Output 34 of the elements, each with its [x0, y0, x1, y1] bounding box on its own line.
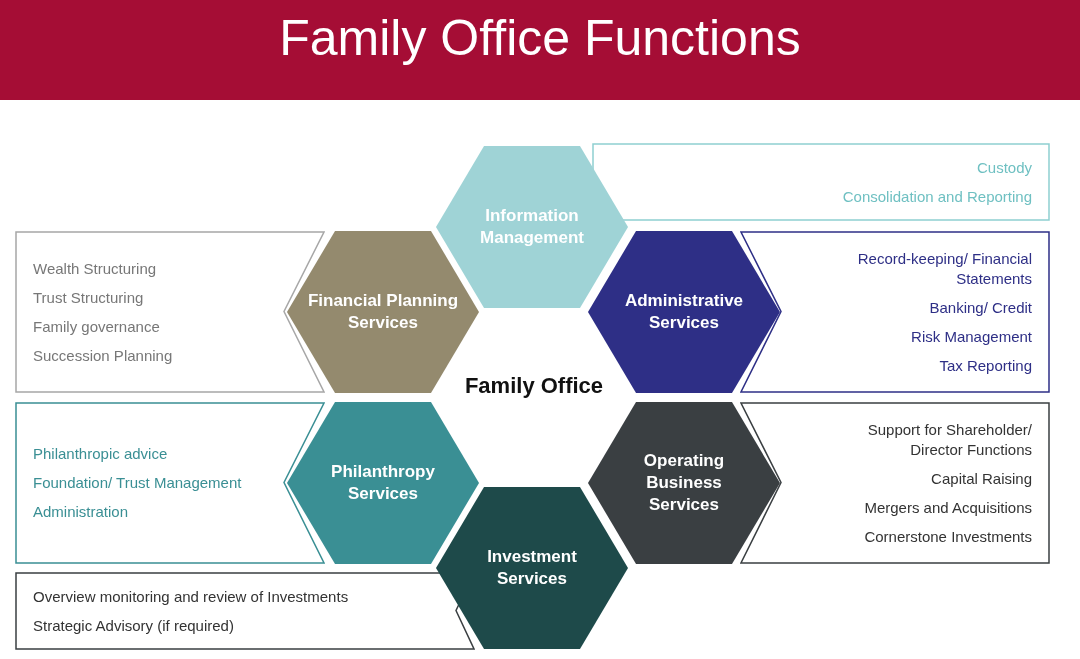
- service-item: Family governance: [33, 316, 160, 337]
- service-panel: [15, 572, 475, 650]
- service-name: Philanthropy Services: [330, 461, 436, 505]
- service-item: Cornerstone Investments: [864, 526, 1032, 547]
- hexagon-tile: [588, 402, 780, 564]
- hexagon-tile: [287, 402, 479, 564]
- service-item: Tax Reporting: [939, 355, 1032, 376]
- service-item: Succession Planning: [33, 345, 173, 366]
- service-panel: [592, 143, 1050, 221]
- service-item: Record-keeping/ Financial Statements: [856, 248, 1032, 289]
- service-name: Financial Planning Services: [306, 290, 460, 334]
- service-name: Operating Business Services: [642, 450, 726, 516]
- service-item: Mergers and Acquisitions: [864, 497, 1032, 518]
- service-item: Administration: [33, 502, 129, 522]
- service-panel: [15, 402, 325, 564]
- service-item: Overview monitoring and review of Investments: [33, 586, 349, 607]
- service-item: Consolidation and Reporting: [842, 186, 1032, 207]
- service-item: Strategic Advisory (if required): [33, 615, 234, 636]
- service-item: Wealth Structuring: [33, 258, 157, 279]
- service-item: Risk Management: [911, 326, 1032, 347]
- title: Family Office Functions: [278, 10, 802, 66]
- service-name: Administrative Services: [623, 290, 745, 334]
- service-name: Investment Services: [486, 546, 578, 590]
- service-item: Trust Structuring: [33, 287, 144, 308]
- service-item: Support for Shareholder/ Director Functions: [866, 419, 1032, 460]
- service-item: Philanthropic advice: [33, 444, 168, 464]
- service-name: Information Management: [479, 205, 585, 249]
- hexagon-tile: [436, 487, 628, 649]
- service-item: Custody: [976, 157, 1032, 178]
- service-panel: [740, 402, 1050, 564]
- center-label: Family Office: [464, 372, 604, 400]
- service-item: Foundation/ Trust Management: [33, 473, 242, 493]
- service-item: Banking/ Credit: [929, 297, 1032, 318]
- service-item: Capital Raising: [931, 468, 1032, 489]
